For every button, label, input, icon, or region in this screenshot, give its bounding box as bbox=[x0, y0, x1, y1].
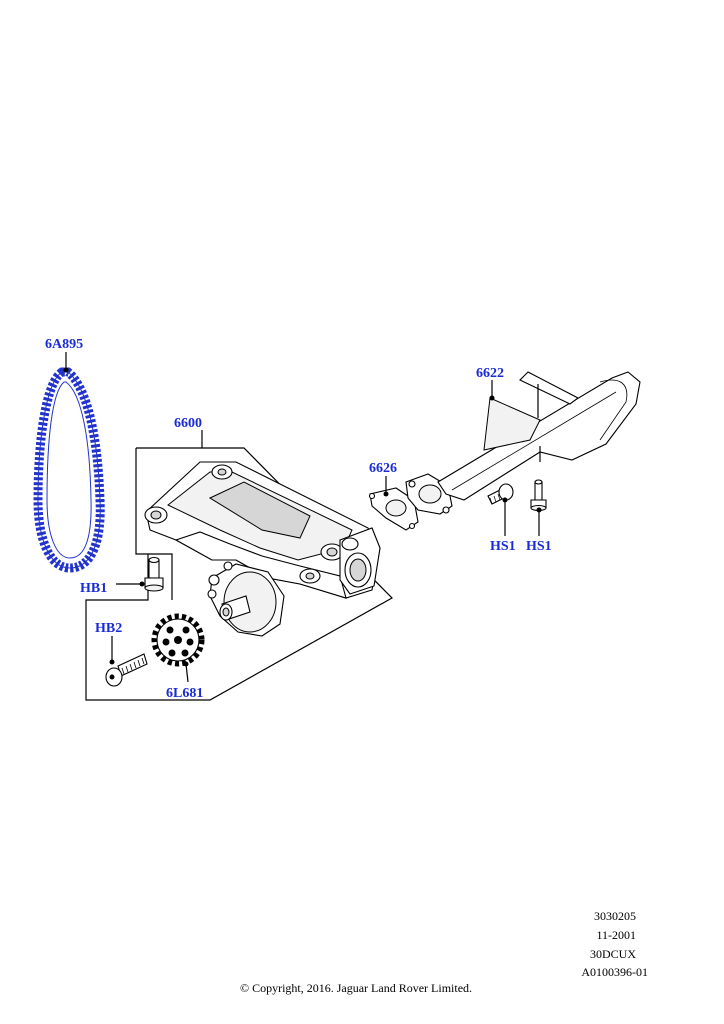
bolt-hb1[interactable] bbox=[144, 556, 164, 592]
callout-hs1-right[interactable]: HS1 bbox=[526, 539, 552, 554]
callout-6622[interactable]: 6622 bbox=[476, 366, 504, 381]
callout-hb2[interactable]: HB2 bbox=[95, 621, 122, 636]
bolt-hs1-right[interactable] bbox=[530, 479, 547, 511]
copyright-notice: © Copyright, 2016. Jaguar Land Rover Lim… bbox=[239, 981, 473, 995]
timing-chain[interactable] bbox=[33, 367, 105, 573]
drawing-date: 11-2001 bbox=[596, 928, 636, 942]
leader-dot bbox=[63, 367, 69, 373]
bolt-hb2[interactable] bbox=[105, 653, 148, 687]
drawing-reference: A0100396-01 bbox=[581, 965, 648, 979]
oil-pickup-tube[interactable] bbox=[405, 371, 641, 515]
callout-6600[interactable]: 6600 bbox=[174, 416, 202, 431]
sprocket[interactable] bbox=[151, 613, 205, 667]
oil-pump-body[interactable] bbox=[144, 461, 381, 637]
callout-6a895[interactable]: 6A895 bbox=[45, 337, 83, 352]
leader-6l681 bbox=[185, 663, 189, 683]
drawing-code: 30DCUX bbox=[589, 947, 636, 961]
drawing-number: 3030205 bbox=[594, 909, 636, 923]
callout-6626[interactable]: 6626 bbox=[369, 461, 397, 476]
bolt-hs1-left[interactable] bbox=[487, 483, 514, 505]
callout-hb1[interactable]: HB1 bbox=[80, 581, 107, 596]
callout-6l681[interactable]: 6L681 bbox=[166, 686, 203, 701]
callout-hs1-left[interactable]: HS1 bbox=[490, 539, 516, 554]
gasket[interactable] bbox=[368, 487, 419, 531]
